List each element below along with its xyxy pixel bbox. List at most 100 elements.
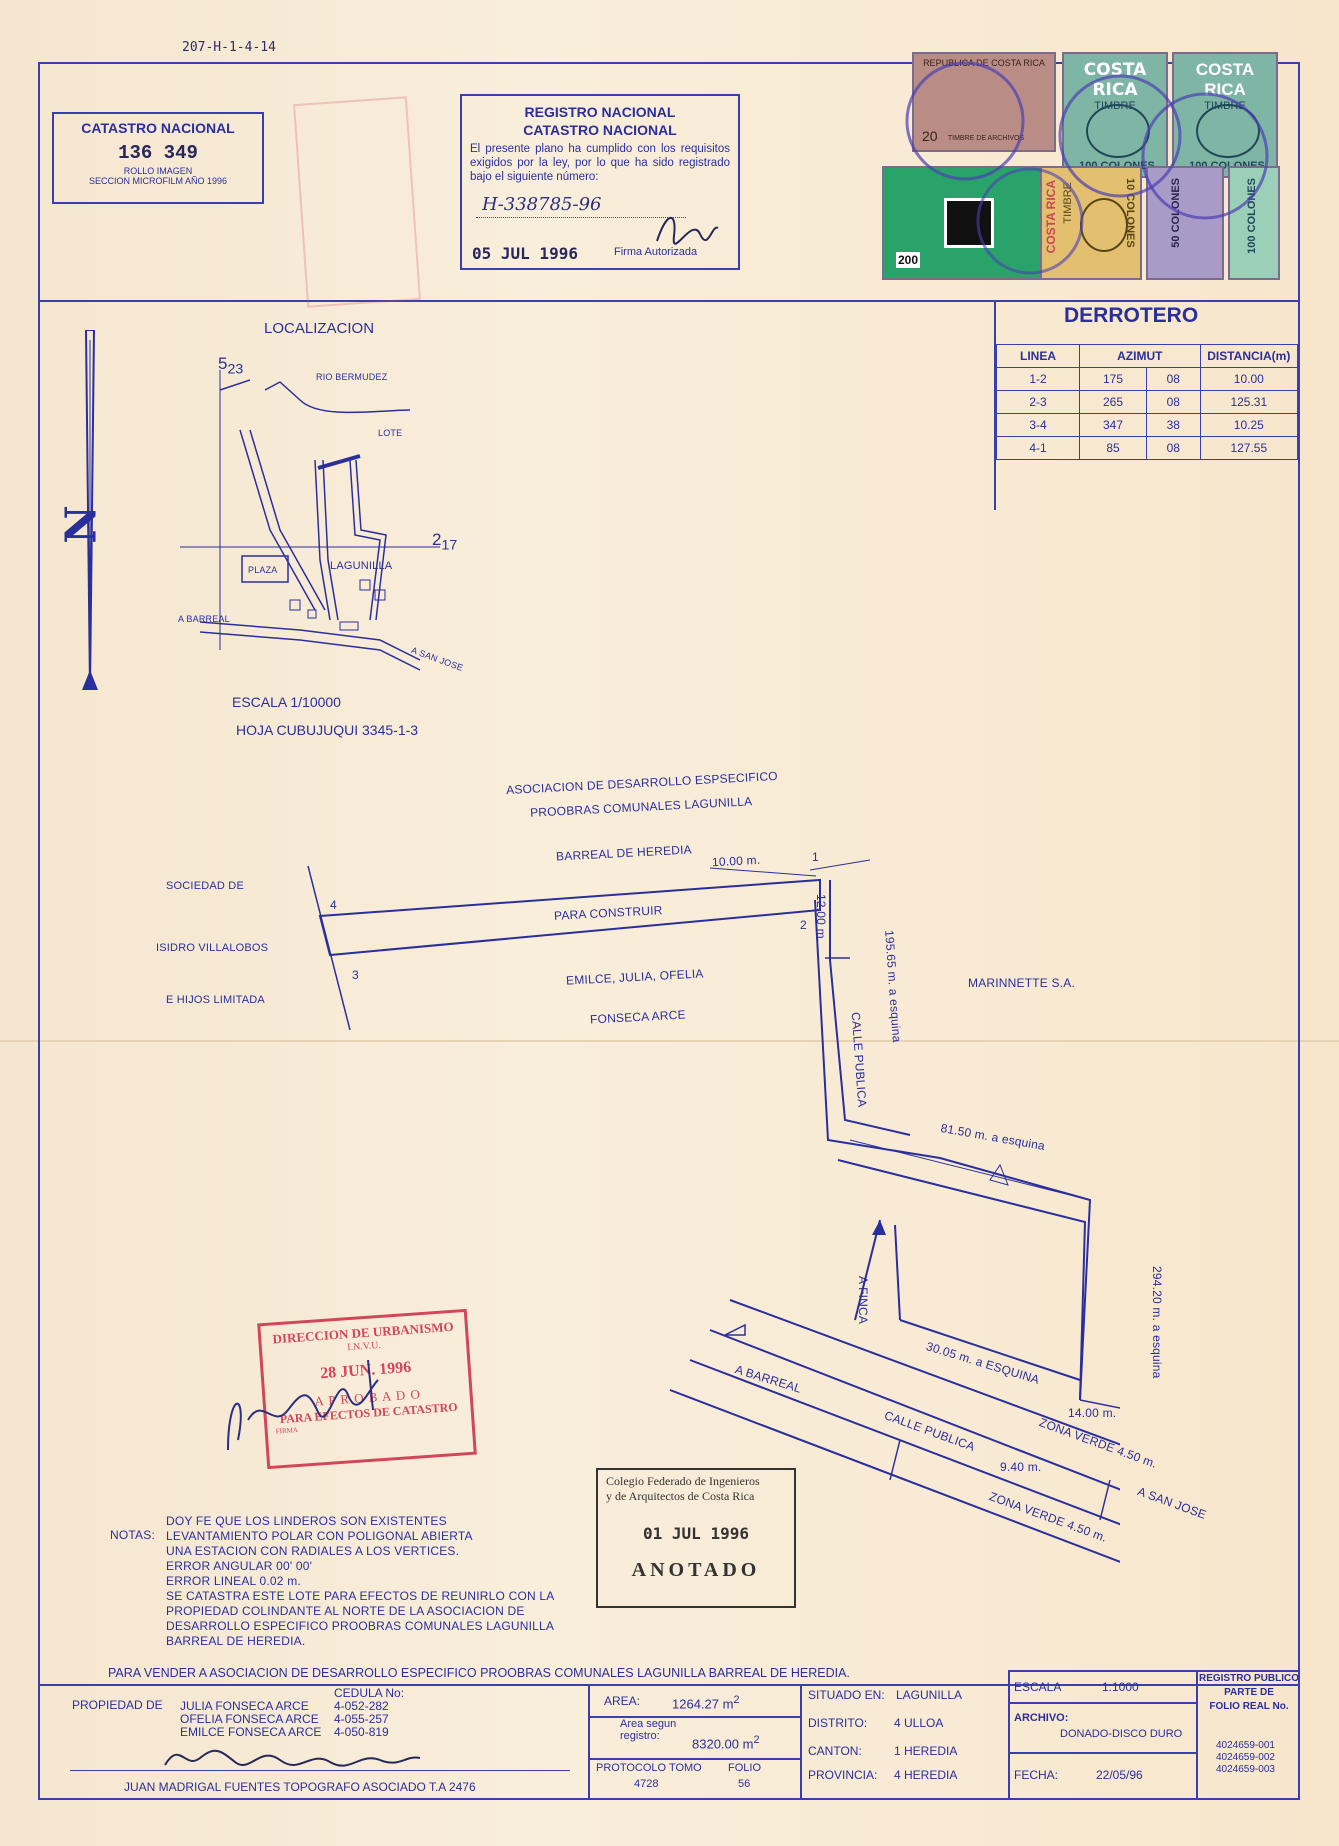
derrotero-cell: 347: [1078, 413, 1148, 437]
derrotero-table: LINEA AZIMUT DISTANCIA(m) 1-2 175 08 10.…: [996, 344, 1299, 460]
west-owner-1: SOCIEDAD DE: [166, 880, 244, 892]
derrotero-cell: 38: [1146, 413, 1201, 437]
folio-number: 4024659-003: [1216, 1764, 1275, 1775]
loc-point-a-num: 5: [218, 354, 228, 373]
localizacion-title: LOCALIZACION: [264, 320, 375, 337]
stamp-archivos-top: REPUBLICA DE COSTA RICA: [923, 58, 1045, 68]
loc-point-b-sub: 17: [441, 537, 458, 554]
catastro-line1: ROLLO IMAGEN: [123, 166, 193, 176]
escala-label: ESCALA: [1014, 1680, 1062, 1694]
derrotero-cell: 2-3: [996, 390, 1080, 414]
stamp-archivos: REPUBLICA DE COSTA RICA 20 TIMBRE DE ARC…: [912, 52, 1056, 152]
area-reg-sup: 2: [753, 1734, 760, 1746]
area-reg-wrap: 8320.00 m2: [692, 1734, 759, 1751]
escala-divider: [1008, 1702, 1196, 1704]
owner-names: JULIA FONSECA ARCE OFELIA FONSECA ARCE E…: [180, 1700, 321, 1739]
location-map: [180, 370, 440, 671]
derrotero-header-linea: LINEA: [996, 344, 1080, 368]
header-code: 207-H-1-4-14: [182, 40, 276, 55]
notas-line: LEVANTAMIENTO POLAR CON POLIGONAL ABIERT…: [166, 1529, 473, 1543]
area-divider: [588, 1716, 800, 1718]
derrotero-cell: 3-4: [996, 413, 1080, 437]
derrotero-cell: 1-2: [996, 367, 1080, 391]
stamp-archivos-value: 20: [922, 128, 938, 144]
derrotero-cell: 175: [1078, 367, 1148, 391]
stamp-100-small: 100 COLONES: [1228, 166, 1280, 280]
width-14m: 14.00 m.: [1068, 1406, 1117, 1420]
header-divider: [38, 300, 1300, 302]
purpose-line: PARA VENDER A ASOCIACION DE DESARROLLO E…: [108, 1666, 850, 1680]
dim-right: 12.00 m.: [814, 894, 828, 943]
colegio-line1: Colegio Federado de Ingenieros: [606, 1474, 760, 1488]
east-owner: MARINNETTE S.A.: [968, 976, 1076, 990]
derrotero-cell: 10.00: [1199, 367, 1299, 391]
point-4: 4: [330, 898, 337, 912]
canton-label: CANTON:: [808, 1744, 862, 1758]
received-stamp-faint: [293, 96, 421, 308]
colegio-line2: y de Arquitectos de Costa Rica: [606, 1489, 755, 1503]
registro-body: El presente plano ha cumplido con los re…: [470, 143, 730, 183]
owner-cedula: 4-050-819: [334, 1725, 389, 1739]
fecha-value: 22/05/96: [1096, 1768, 1143, 1782]
west-owner-2: ISIDRO VILLALOBOS: [156, 942, 269, 954]
folio-number: 4024659-002: [1216, 1752, 1275, 1763]
catastro-box: CATASTRO NACIONAL 136 349 ROLLO IMAGEN S…: [52, 112, 264, 204]
title-divider-1: [588, 1684, 590, 1800]
registro-title1: REGISTRO NACIONAL: [524, 104, 676, 120]
north-arrow-icon: [82, 330, 98, 691]
loc-plaza-label: PLAZA: [248, 565, 278, 575]
situado-label: SITUADO EN:: [808, 1688, 885, 1702]
registro-publico-line1: REGISTRO PUBLICO: [1198, 1673, 1299, 1684]
derrotero-cell: 08: [1146, 436, 1201, 460]
registro-publico: REGISTRO PUBLICO PARTE DE FOLIO REAL No.: [1198, 1672, 1300, 1714]
title-block-top: [38, 1684, 1300, 1686]
notas-line: DESARROLLO ESPECIFICO PROOBRAS COMUNALES…: [166, 1619, 555, 1633]
topografo-signature: [164, 1749, 421, 1767]
registro-publico-line2: PARTE DE: [1224, 1687, 1274, 1698]
area-reg-label1: Area segun: [620, 1718, 677, 1730]
derrotero-cell: 10.25: [1199, 413, 1299, 437]
signature-line: [70, 1770, 570, 1771]
distrito-value: 4 ULLOA: [894, 1716, 944, 1730]
provincia-value: 4 HEREDIA: [894, 1768, 958, 1782]
title-divider-3: [1008, 1670, 1010, 1800]
protocolo-label: PROTOCOLO TOMO: [596, 1762, 702, 1774]
dim-top: 10.00 m.: [711, 852, 761, 870]
width-940: 9.40 m.: [1000, 1460, 1042, 1474]
north-label: N: [56, 505, 106, 544]
protocolo-divider: [588, 1758, 800, 1760]
point-2: 2: [800, 918, 807, 932]
point-1: 1: [812, 850, 819, 864]
loc-sheet: HOJA CUBUJUQUI 3345-1-3: [236, 722, 419, 738]
table-row: 3-4 347 38 10.25: [996, 413, 1299, 437]
registro-top: [1008, 1670, 1300, 1672]
notas-line: DOY FE QUE LOS LINDEROS SON EXISTENTES: [166, 1514, 447, 1528]
west-owner-3: E HIJOS LIMITADA: [166, 994, 265, 1006]
notas-line: UNA ESTACION CON RADIALES A LOS VERTICES…: [166, 1544, 460, 1558]
loc-town-label: LAGUNILLA: [330, 560, 393, 572]
colegio-status: ANOTADO: [631, 1559, 761, 1581]
topografo-label: JUAN MADRIGAL FUENTES TOPOGRAFO ASOCIADO…: [124, 1780, 476, 1794]
catastro-line2: SECCION MICROFILM AÑO 1996: [88, 176, 228, 186]
archivo-label: ARCHIVO:: [1014, 1712, 1069, 1724]
stamp-timbre-100-a-brand: COSTA RICA: [1083, 60, 1147, 100]
area-label: AREA:: [604, 1694, 641, 1708]
stamp-green-200-value: 200: [896, 252, 921, 268]
canton-value: 1 HEREDIA: [894, 1744, 958, 1758]
cancellation-overprint: [905, 61, 1269, 275]
colegio-stamp: Colegio Federado de Ingenieros y de Arqu…: [596, 1468, 796, 1608]
area-value: 1264.27 m: [672, 1696, 734, 1712]
stamp-50: 50 COLONES: [1146, 166, 1224, 280]
stamp-logo-icon: [944, 198, 994, 248]
folio-numbers: 4024659-001 4024659-002 4024659-003: [1216, 1740, 1275, 1776]
a-finca: A FINCA: [856, 1276, 870, 1325]
owner-name: JULIA FONSECA ARCE: [180, 1699, 309, 1713]
derrotero-cell: 08: [1146, 367, 1201, 391]
owner-cedula: 4-055-257: [334, 1712, 389, 1726]
notas-line: SE CATASTRA ESTE LOTE PARA EFECTOS DE RE…: [166, 1589, 555, 1603]
provincia-label: PROVINCIA:: [808, 1768, 878, 1782]
urbanismo-signature: [227, 1359, 379, 1451]
derrotero-cell: 08: [1146, 390, 1201, 414]
loc-lote-label: LOTE: [378, 428, 403, 438]
owner-name: EMILCE FONSECA ARCE: [180, 1725, 322, 1739]
